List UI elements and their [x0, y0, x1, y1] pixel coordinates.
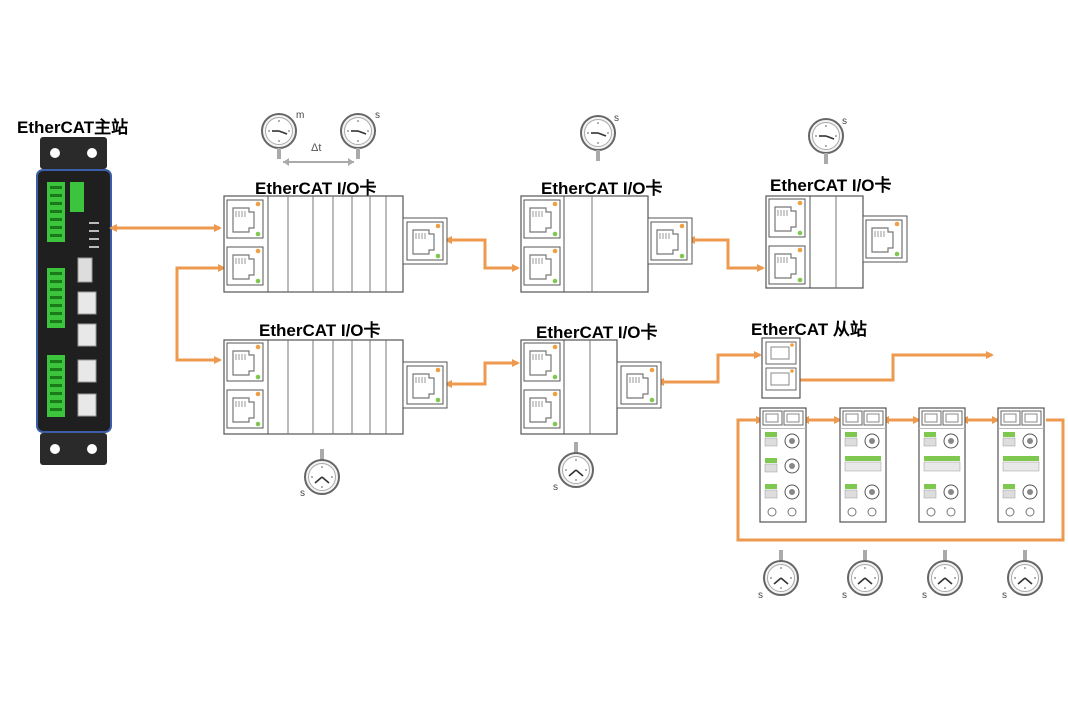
master-label: EtherCAT主站 [17, 118, 129, 137]
io-card-1 [223, 195, 448, 293]
clock-icon [341, 114, 375, 159]
clock-icon [559, 442, 593, 487]
io-card-4 [223, 339, 448, 435]
clock-icon [262, 114, 296, 159]
ethercat-slave-coupler [761, 337, 801, 399]
io-card-label-3: EtherCAT I/O卡 [770, 176, 892, 195]
slave-module-1 [759, 407, 807, 523]
clock-icon [928, 550, 962, 595]
clock-icon [581, 116, 615, 161]
clock-icon [764, 550, 798, 595]
ethernet-links [109, 224, 1065, 542]
slave-clock-mark: s [375, 110, 380, 121]
slave-module-4 [997, 407, 1045, 523]
clock-icon [305, 449, 339, 494]
clock-icon [1008, 550, 1042, 595]
delta-t-label: Δt [311, 142, 321, 154]
slave-clock-mark: s [300, 488, 305, 499]
slave-module-3 [918, 407, 966, 523]
slave-clock-mark: s [842, 590, 847, 601]
slave-label: EtherCAT 从站 [751, 320, 867, 339]
clock-icon [809, 119, 843, 164]
clock-icon [848, 550, 882, 595]
io-card-label-5: EtherCAT I/O卡 [536, 323, 658, 342]
slave-module-2 [839, 407, 887, 523]
delta-t-indicator [283, 158, 354, 166]
io-card-2 [520, 195, 693, 293]
slave-clock-mark: s [614, 113, 619, 124]
master-controller [36, 137, 112, 465]
slave-clock-mark: s [1002, 590, 1007, 601]
slave-clock-mark: s [758, 590, 763, 601]
io-card-label-1: EtherCAT I/O卡 [255, 179, 377, 198]
io-card-5 [520, 339, 662, 435]
slave-clock-mark: s [922, 590, 927, 601]
slave-clock-mark: s [553, 482, 558, 493]
io-card-3 [765, 195, 908, 289]
master-clock-mark: m [296, 110, 304, 121]
slave-clock-mark: s [842, 116, 847, 127]
io-card-label-2: EtherCAT I/O卡 [541, 179, 663, 198]
io-card-label-4: EtherCAT I/O卡 [259, 321, 381, 340]
